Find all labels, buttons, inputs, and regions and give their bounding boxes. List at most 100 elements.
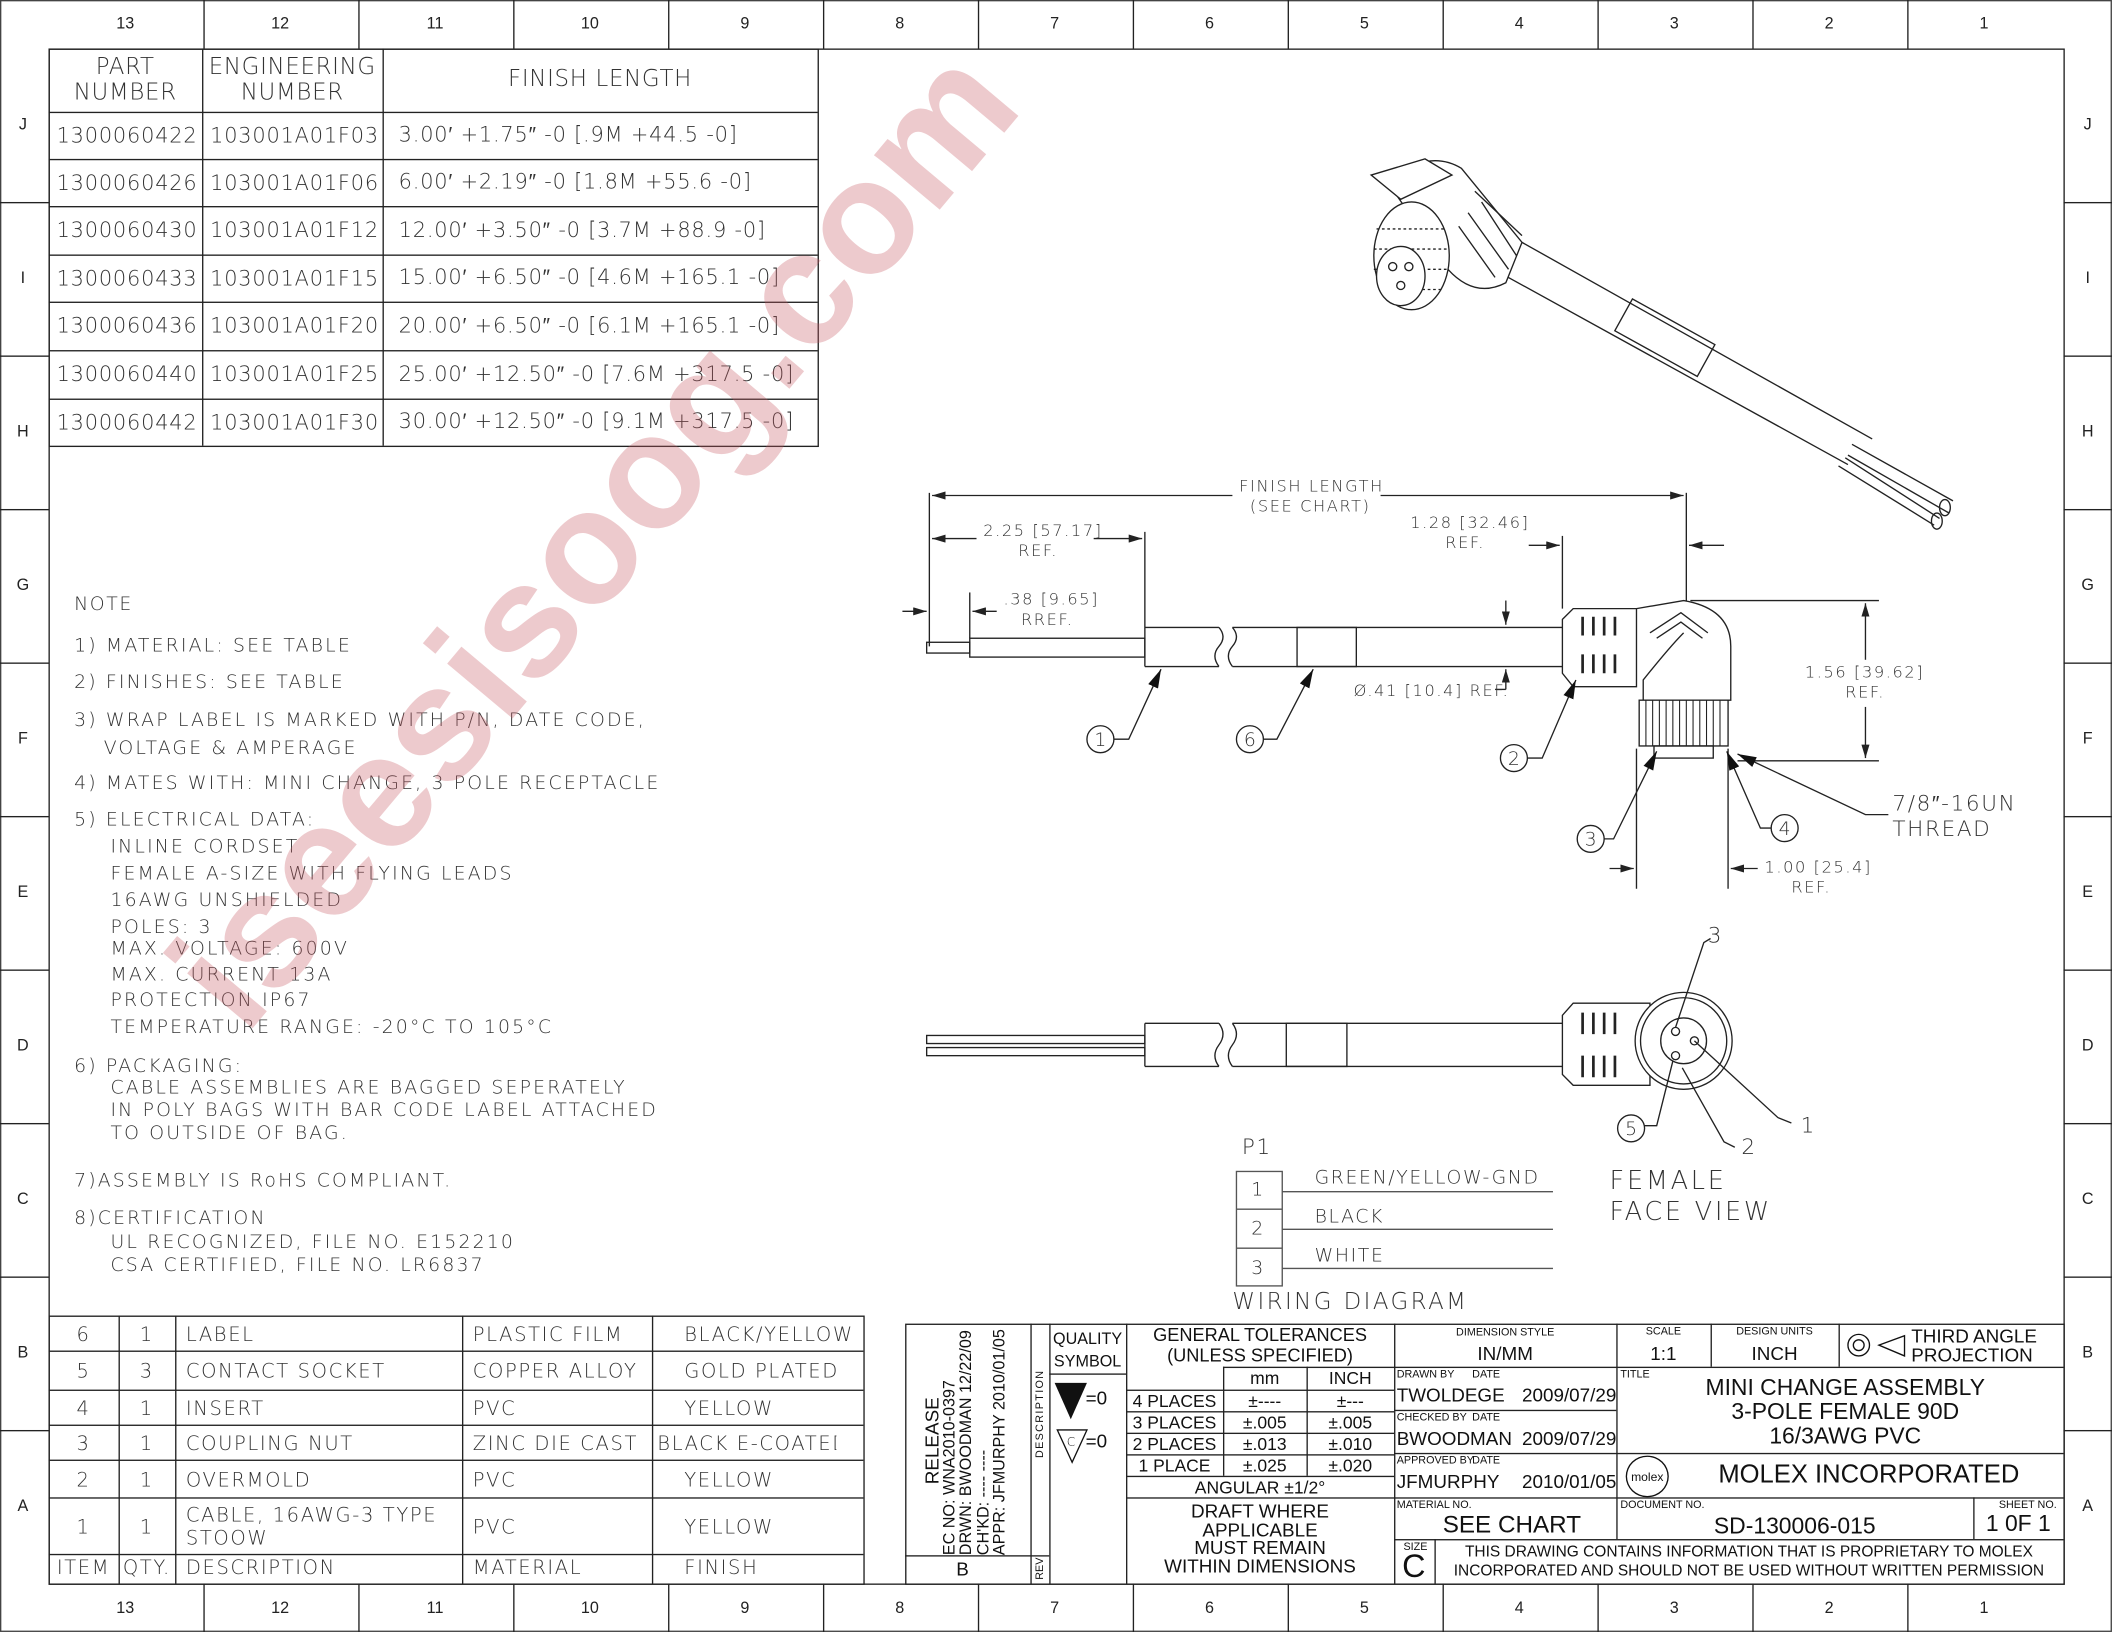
note-line: MAX. CURRENT 13A bbox=[110, 964, 333, 986]
zone-divider bbox=[1751, 0, 1753, 49]
zone-row-label: F bbox=[2082, 728, 2093, 748]
column-divider bbox=[382, 48, 384, 446]
zone-row-label: G bbox=[2081, 574, 2094, 594]
tolerance-cell: ±--- bbox=[1336, 1390, 1364, 1411]
column-divider bbox=[118, 1315, 120, 1584]
zone-column-label: 10 bbox=[580, 13, 599, 33]
zone-column-label: 6 bbox=[1205, 1598, 1215, 1618]
dim-diameter: Ø.41 [10.4] REF. bbox=[1353, 681, 1510, 701]
signoff-label: DRAWN BY bbox=[1396, 1368, 1455, 1381]
zone-row-label: E bbox=[2082, 881, 2094, 901]
zone-column-label: 12 bbox=[271, 1598, 290, 1618]
bom-cell: PVC bbox=[472, 1516, 517, 1539]
rev-label: REV bbox=[1033, 1557, 1046, 1580]
part-table-cell: 3.00′ +1.75″ -0 [.9M +44.5 -0] bbox=[398, 122, 738, 147]
zone-row-label: B bbox=[2082, 1342, 2094, 1362]
note-line: MAX. VOLTAGE: 600V bbox=[110, 938, 350, 961]
note-line: 16AWG UNSHIELDED bbox=[110, 890, 344, 912]
tolerance-cell: 2 PLACES bbox=[1132, 1433, 1217, 1454]
tolerance-cell: ±.025 bbox=[1242, 1454, 1287, 1476]
item-balloon: 2 bbox=[1741, 1135, 1755, 1160]
row-divider bbox=[48, 1424, 864, 1426]
notes-title: NOTE bbox=[74, 593, 133, 616]
part-table-cell: 103001A01F250 bbox=[210, 362, 380, 387]
tolerance-cell: 1 PLACE bbox=[1138, 1454, 1211, 1476]
zone-divider bbox=[2063, 508, 2112, 511]
company-name: MOLEX INCORPORATED bbox=[1718, 1460, 2020, 1490]
signoff-label: APPROVED BY bbox=[1396, 1454, 1474, 1467]
bom-cell: YELLOW bbox=[684, 1398, 774, 1420]
row-divider bbox=[48, 1389, 864, 1391]
bom-cell: BLACK E-COATED bbox=[657, 1433, 837, 1455]
checked-release: CH'KD: ---- ---- bbox=[972, 1449, 992, 1556]
release-block: RELEASE EC NO: WNA2010-0397 DRWN: BWOODM… bbox=[920, 1326, 1009, 1556]
bom-cell: 3 bbox=[76, 1433, 91, 1455]
note-line: CABLE ASSEMBLIES ARE BAGGED SEPERATELY bbox=[110, 1077, 627, 1099]
zone-row-label: J bbox=[18, 114, 27, 134]
table-header: FINISH LENGTH bbox=[507, 65, 693, 93]
release-title: RELEASE bbox=[920, 1397, 943, 1485]
zone-row-label: D bbox=[17, 1035, 29, 1055]
zone-row-label: C bbox=[2081, 1188, 2094, 1208]
dim-1-28-ref: REF. bbox=[1445, 533, 1485, 553]
balloon-number: 5 bbox=[1625, 1119, 1637, 1140]
zone-divider bbox=[1596, 0, 1599, 49]
bom-cell: 1 bbox=[139, 1516, 154, 1539]
item-balloon: 6 bbox=[1235, 725, 1265, 754]
part-table-cell: 1300060422 bbox=[56, 123, 198, 148]
approved-release: APPR: JFMURPHY 2010/01/05 bbox=[989, 1329, 1009, 1556]
zone-column-label: 4 bbox=[1514, 1598, 1524, 1618]
finish-length-label: FINISH LENGTH bbox=[1239, 476, 1384, 496]
note-line: 2) FINISHES: SEE TABLE bbox=[74, 671, 345, 694]
bom-cell: YELLOW bbox=[684, 1516, 774, 1539]
zone-column-label: 2 bbox=[1824, 13, 1834, 33]
wire-color: BLACK bbox=[1314, 1206, 1385, 1229]
zone-divider bbox=[1286, 0, 1289, 49]
angular-tolerance: ANGULAR ±1/2° bbox=[1194, 1477, 1326, 1498]
material-no-label: MATERIAL NO. bbox=[1396, 1498, 1472, 1511]
title-label: TITLE bbox=[1620, 1368, 1650, 1381]
bom-cell: QTY. bbox=[122, 1557, 171, 1579]
tolerance-cell: 3 PLACES bbox=[1132, 1411, 1217, 1433]
zone-row-label: I bbox=[20, 267, 26, 287]
size-label: SIZE bbox=[1403, 1540, 1428, 1553]
part-table-cell: 1300060436 bbox=[56, 313, 198, 338]
note-line: 5) ELECTRICAL DATA: bbox=[74, 809, 316, 831]
column-divider bbox=[202, 48, 204, 446]
part-table-cell: 15.00′ +6.50″ -0 [4.6M +165.1 -0] bbox=[398, 265, 780, 290]
zone-divider bbox=[0, 969, 49, 971]
item-balloon: 5 bbox=[1616, 1114, 1646, 1143]
item-balloon: 2 bbox=[1499, 743, 1529, 773]
date-label: DATE bbox=[1472, 1454, 1501, 1467]
note-line: PROTECTION IP67 bbox=[110, 989, 312, 1012]
balloon-number: 6 bbox=[1244, 730, 1256, 751]
design-units: INCH bbox=[1751, 1342, 1798, 1365]
zone-divider bbox=[0, 508, 49, 511]
note-line: 6) PACKAGING: bbox=[74, 1055, 244, 1078]
bom-cell: BLACK/YELLOW bbox=[684, 1324, 854, 1346]
zone-row-label: C bbox=[17, 1188, 29, 1208]
zone-divider bbox=[202, 0, 205, 49]
part-table-cell: 1300060433 bbox=[56, 265, 198, 291]
thread-label-2: THREAD bbox=[1892, 815, 1992, 842]
tolerance-cell: ±.005 bbox=[1242, 1411, 1287, 1433]
zone-column-label: 7 bbox=[1050, 1598, 1060, 1618]
note-line: IN POLY BAGS WITH BAR CODE LABEL ATTACHE… bbox=[110, 1100, 658, 1122]
c-triangle-icon bbox=[1056, 1429, 1088, 1464]
tolerance-cell: ±---- bbox=[1248, 1390, 1282, 1411]
row-divider bbox=[48, 301, 818, 303]
zone-divider bbox=[2063, 662, 2112, 664]
zone-divider bbox=[2063, 1122, 2112, 1125]
dimension-style-label: DIMENSION STYLE bbox=[1456, 1326, 1555, 1339]
bom-cell: DESCRIPTION bbox=[185, 1557, 336, 1579]
item-balloon: 1 bbox=[1086, 725, 1115, 754]
zone-column-label: 11 bbox=[426, 13, 444, 33]
row-divider bbox=[1126, 1411, 1395, 1413]
row-divider bbox=[48, 158, 818, 161]
bom-cell: CONTACT SOCKET bbox=[185, 1361, 386, 1383]
face-view-label-2: FACE VIEW bbox=[1609, 1197, 1772, 1227]
bom-cell: MATERIAL bbox=[472, 1557, 583, 1579]
description-label: DESCRIPTION bbox=[1033, 1369, 1046, 1459]
note-line: 8)CERTIFICATION bbox=[74, 1207, 267, 1230]
revision-letter: B bbox=[956, 1557, 969, 1580]
